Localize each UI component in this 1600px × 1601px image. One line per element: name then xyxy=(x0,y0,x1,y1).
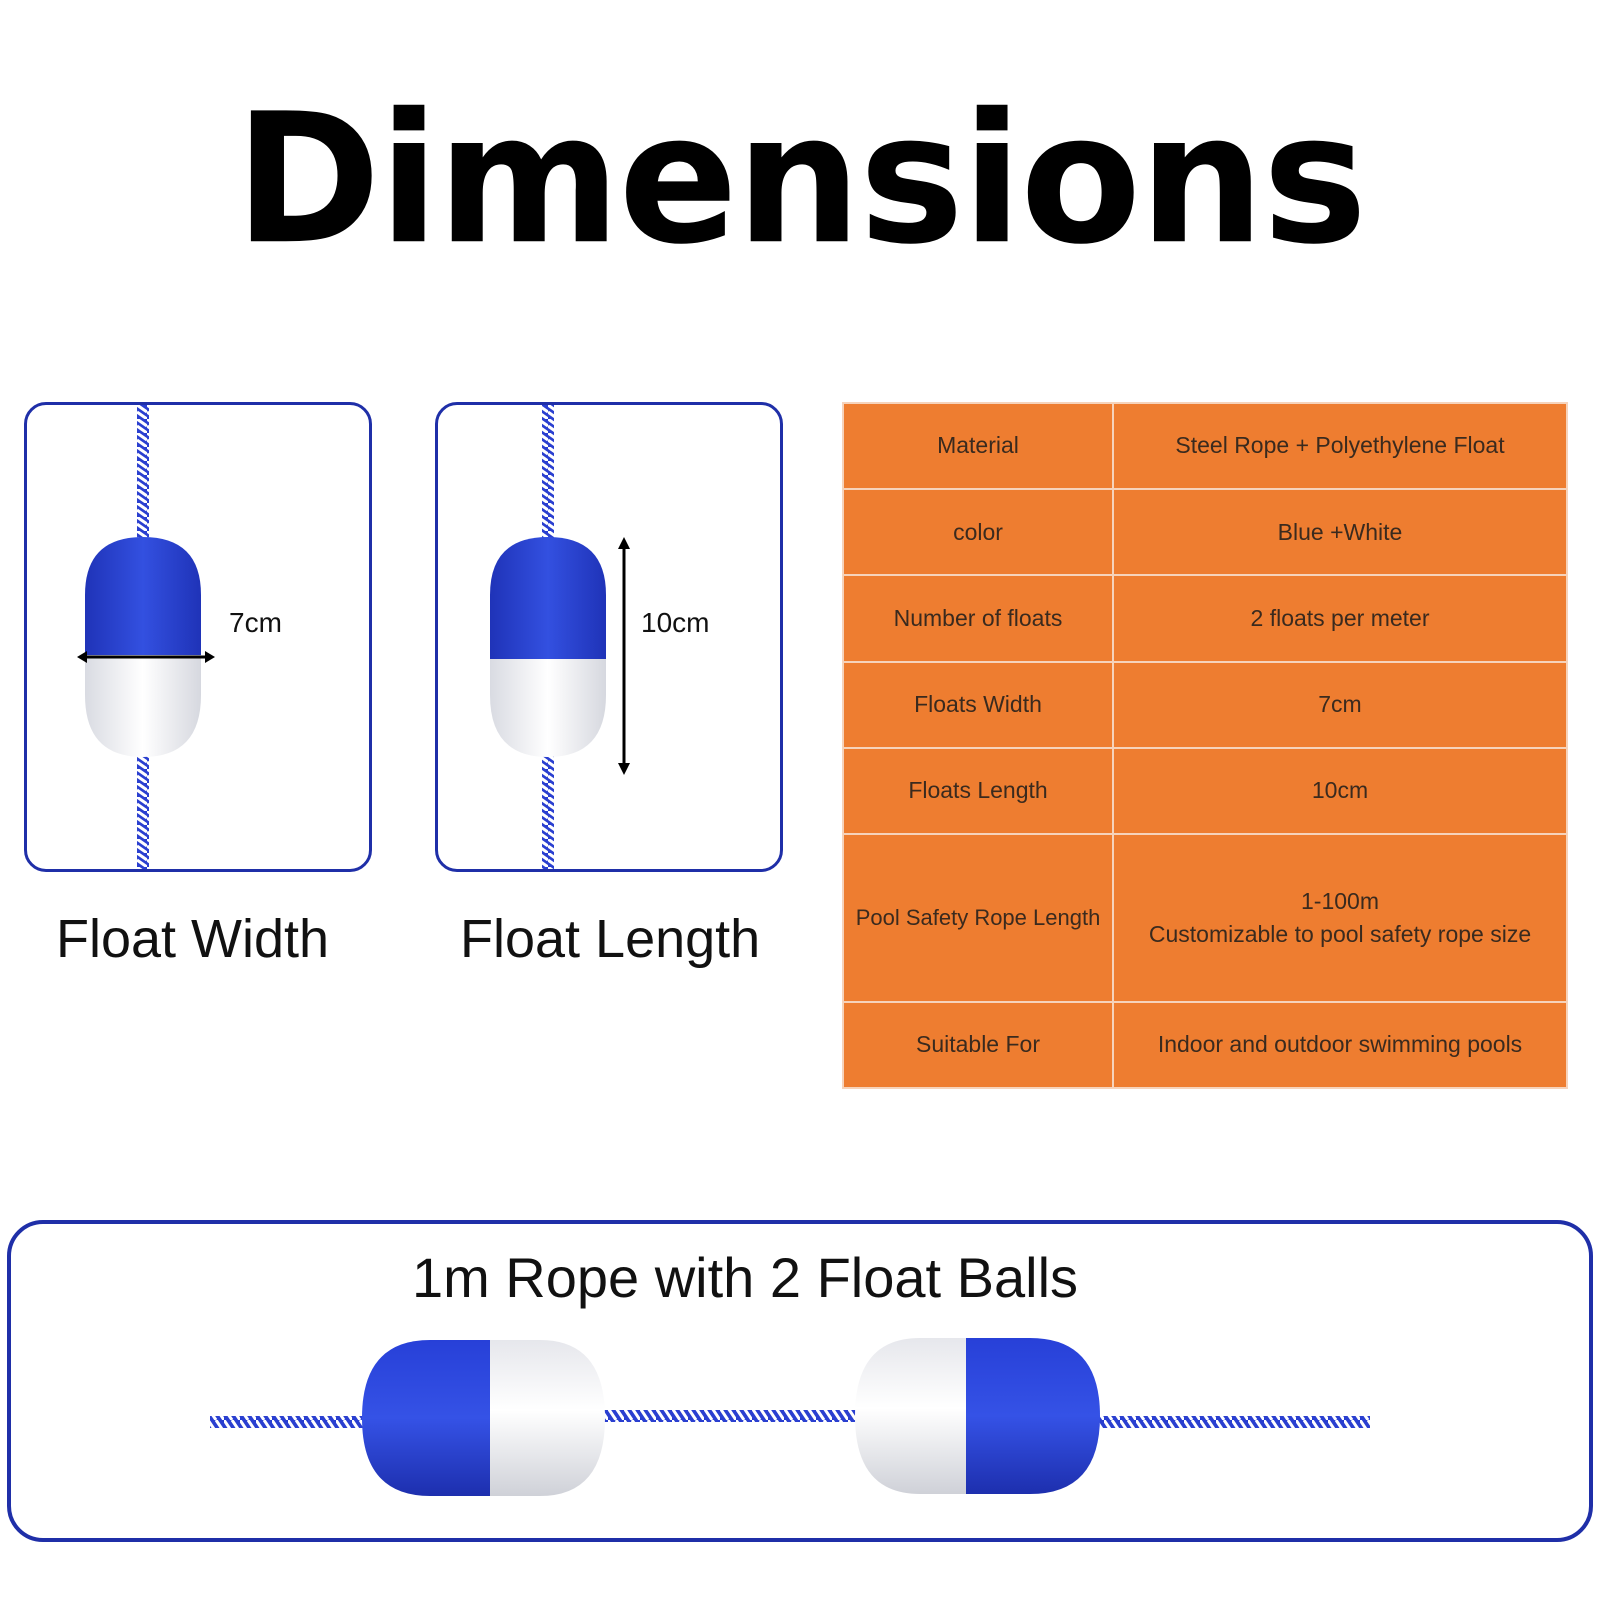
table-row: Suitable For Indoor and outdoor swimming… xyxy=(842,1000,1568,1090)
spec-key: Floats Length xyxy=(842,746,1114,836)
rope-segment xyxy=(210,1416,370,1428)
float-white-half xyxy=(490,659,606,757)
rope-bottom xyxy=(542,755,554,869)
specification-table: Material Steel Rope + Polyethylene Float… xyxy=(842,401,1568,1090)
float-white-half xyxy=(85,655,201,757)
rope-panel-title: 1m Rope with 2 Float Balls xyxy=(411,1246,1079,1309)
rope-panel xyxy=(7,1220,1593,1542)
spec-value: 1-100m Customizable to pool safety rope … xyxy=(1112,833,1568,1003)
spec-value: Steel Rope + Polyethylene Float xyxy=(1112,401,1568,491)
table-row: Floats Width 7cm xyxy=(842,660,1568,749)
rope-with-floats-illustration xyxy=(210,1338,1370,1496)
float-width-illustration xyxy=(77,405,215,869)
rope-top xyxy=(137,405,149,545)
spec-key: Number of floats xyxy=(842,574,1114,663)
spec-value: 2 floats per meter xyxy=(1112,574,1568,663)
table-row: Number of floats 2 floats per meter xyxy=(842,574,1568,663)
table-row: Pool Safety Rope Length 1-100m Customiza… xyxy=(842,833,1568,1003)
table-row: Material Steel Rope + Polyethylene Float xyxy=(842,401,1568,491)
table-row: color Blue +White xyxy=(842,488,1568,577)
rope-segment xyxy=(600,1410,860,1422)
spec-key: Floats Width xyxy=(842,660,1114,749)
table-row: Floats Length 10cm xyxy=(842,746,1568,836)
spec-value-line2: Customizable to pool safety rope size xyxy=(1148,920,1532,947)
spec-key: Material xyxy=(842,401,1114,491)
spec-value: Blue +White xyxy=(1112,488,1568,577)
float-blue-half xyxy=(490,537,606,659)
float-length-illustration xyxy=(490,405,630,869)
float-ball-left xyxy=(362,1340,605,1496)
spec-key: Pool Safety Rope Length xyxy=(842,833,1114,1003)
width-dimension-label: 7cm xyxy=(229,607,282,638)
rope-top xyxy=(542,405,554,545)
spec-value: 10cm xyxy=(1112,746,1568,836)
spec-key: color xyxy=(842,488,1114,577)
float-width-caption: Float Width xyxy=(56,909,330,969)
float-length-card: 10cm xyxy=(435,402,783,872)
float-ball-right xyxy=(855,1338,1100,1494)
spec-key: Suitable For xyxy=(842,1000,1114,1090)
float-length-caption: Float Length xyxy=(460,909,761,969)
length-dimension-label: 10cm xyxy=(641,607,710,638)
rope-bottom xyxy=(137,755,149,869)
float-blue-half xyxy=(85,537,201,655)
float-width-card: 7cm xyxy=(24,402,372,872)
page-title: Dimensions xyxy=(234,74,1368,285)
spec-value: Indoor and outdoor swimming pools xyxy=(1112,1000,1568,1090)
spec-value: 7cm xyxy=(1112,660,1568,749)
rope-segment xyxy=(1095,1416,1370,1428)
spec-value-line1: 1-100m xyxy=(1301,887,1379,914)
